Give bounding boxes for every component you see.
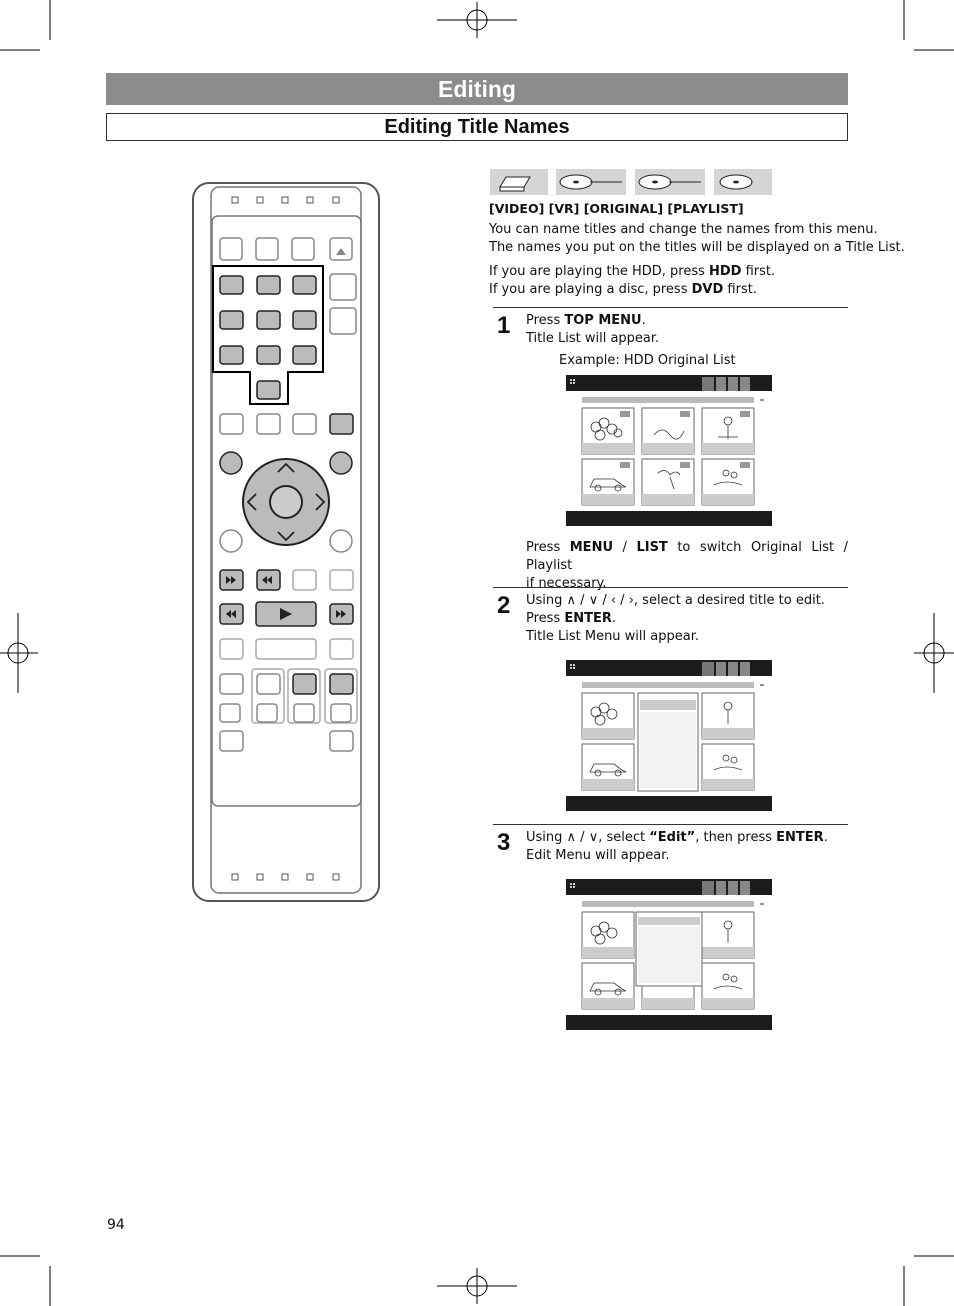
page-title: Editing Title Names bbox=[106, 113, 848, 141]
step-1-text: Press TOP MENU. Title List will appear. bbox=[526, 313, 660, 346]
step-number: 2 bbox=[497, 592, 511, 619]
intro-line-1: You can name titles and change the names… bbox=[489, 222, 878, 237]
mode-labels: [VIDEO] [VR] [ORIGINAL] [PLAYLIST] bbox=[489, 201, 744, 216]
divider bbox=[493, 587, 848, 588]
intro-dvd: If you are playing a disc, press DVD fir… bbox=[489, 282, 757, 297]
intro-line-2: The names you put on the titles will be … bbox=[489, 240, 905, 255]
title-list-menu-screen bbox=[566, 660, 772, 811]
page-number: 94 bbox=[107, 1217, 125, 1233]
step-number: 1 bbox=[497, 312, 511, 339]
dvd-video-icon bbox=[556, 169, 626, 195]
step-2-text: Using ∧ / ∨ / ‹ / ›, select a desired ti… bbox=[526, 593, 825, 644]
divider bbox=[493, 824, 848, 825]
intro-text: You can name titles and change the names… bbox=[489, 221, 905, 299]
section-header: Editing bbox=[106, 73, 848, 105]
example-caption: Example: HDD Original List bbox=[559, 353, 736, 368]
intro-hdd: If you are playing the HDD, press HDD fi… bbox=[489, 264, 776, 279]
divider bbox=[493, 307, 848, 308]
remote-control-illustration bbox=[192, 182, 380, 902]
dvd-playlist-icon bbox=[714, 169, 772, 195]
step-number: 3 bbox=[497, 829, 511, 856]
title-list-screen bbox=[566, 375, 772, 526]
dvd-vr-icon bbox=[635, 169, 705, 195]
step-3-text: Using ∧ / ∨, select “Edit”, then press E… bbox=[526, 830, 828, 863]
hdd-icon bbox=[490, 169, 548, 195]
edit-menu-screen bbox=[566, 879, 772, 1030]
menu-list-note: Press MENU / LIST to switch Original Lis… bbox=[526, 540, 848, 591]
